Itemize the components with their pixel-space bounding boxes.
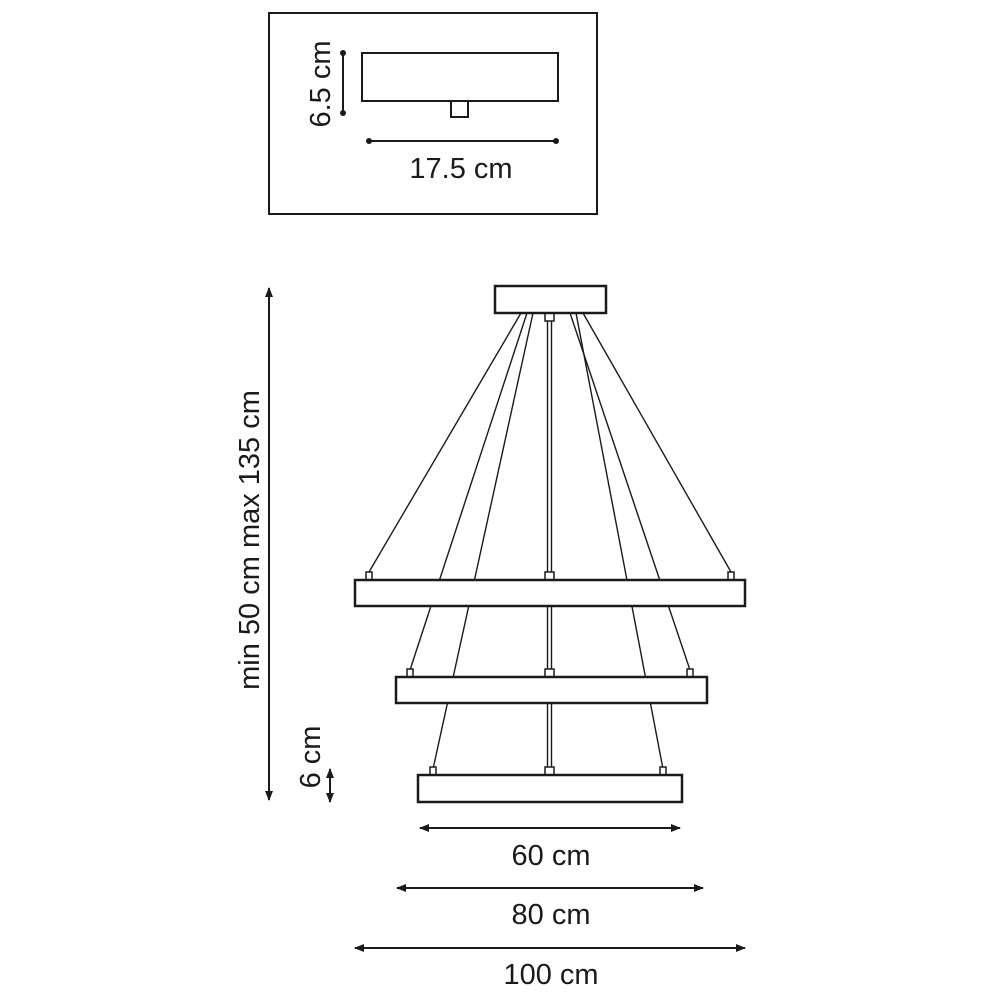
canopy-width-dimension — [366, 138, 559, 144]
ring-height-label: 6 cm — [295, 726, 327, 789]
width-100-label: 100 cm — [503, 959, 598, 991]
width-80-label: 80 cm — [512, 899, 591, 931]
drop-label: min 50 cm max 135 cm — [234, 390, 266, 690]
canopy-height-dimension — [340, 50, 346, 116]
ring-60cm — [416, 773, 684, 804]
suspension-wires — [368, 312, 732, 775]
ceiling-canopy — [493, 284, 608, 315]
canopy-detail-panel: 6.5 cm 17.5 cm — [268, 12, 598, 215]
canopy-height-label: 6.5 cm — [305, 40, 337, 127]
ring-100cm — [353, 578, 747, 608]
canopy-width-label: 17.5 cm — [409, 153, 512, 185]
pendant-drawing: min 50 cm max 135 cm 6 cm 60 cm 80 cm 10… — [234, 284, 747, 991]
canopy-side-view — [361, 52, 559, 102]
ring-80cm — [394, 675, 709, 705]
width-60-label: 60 cm — [512, 840, 591, 872]
